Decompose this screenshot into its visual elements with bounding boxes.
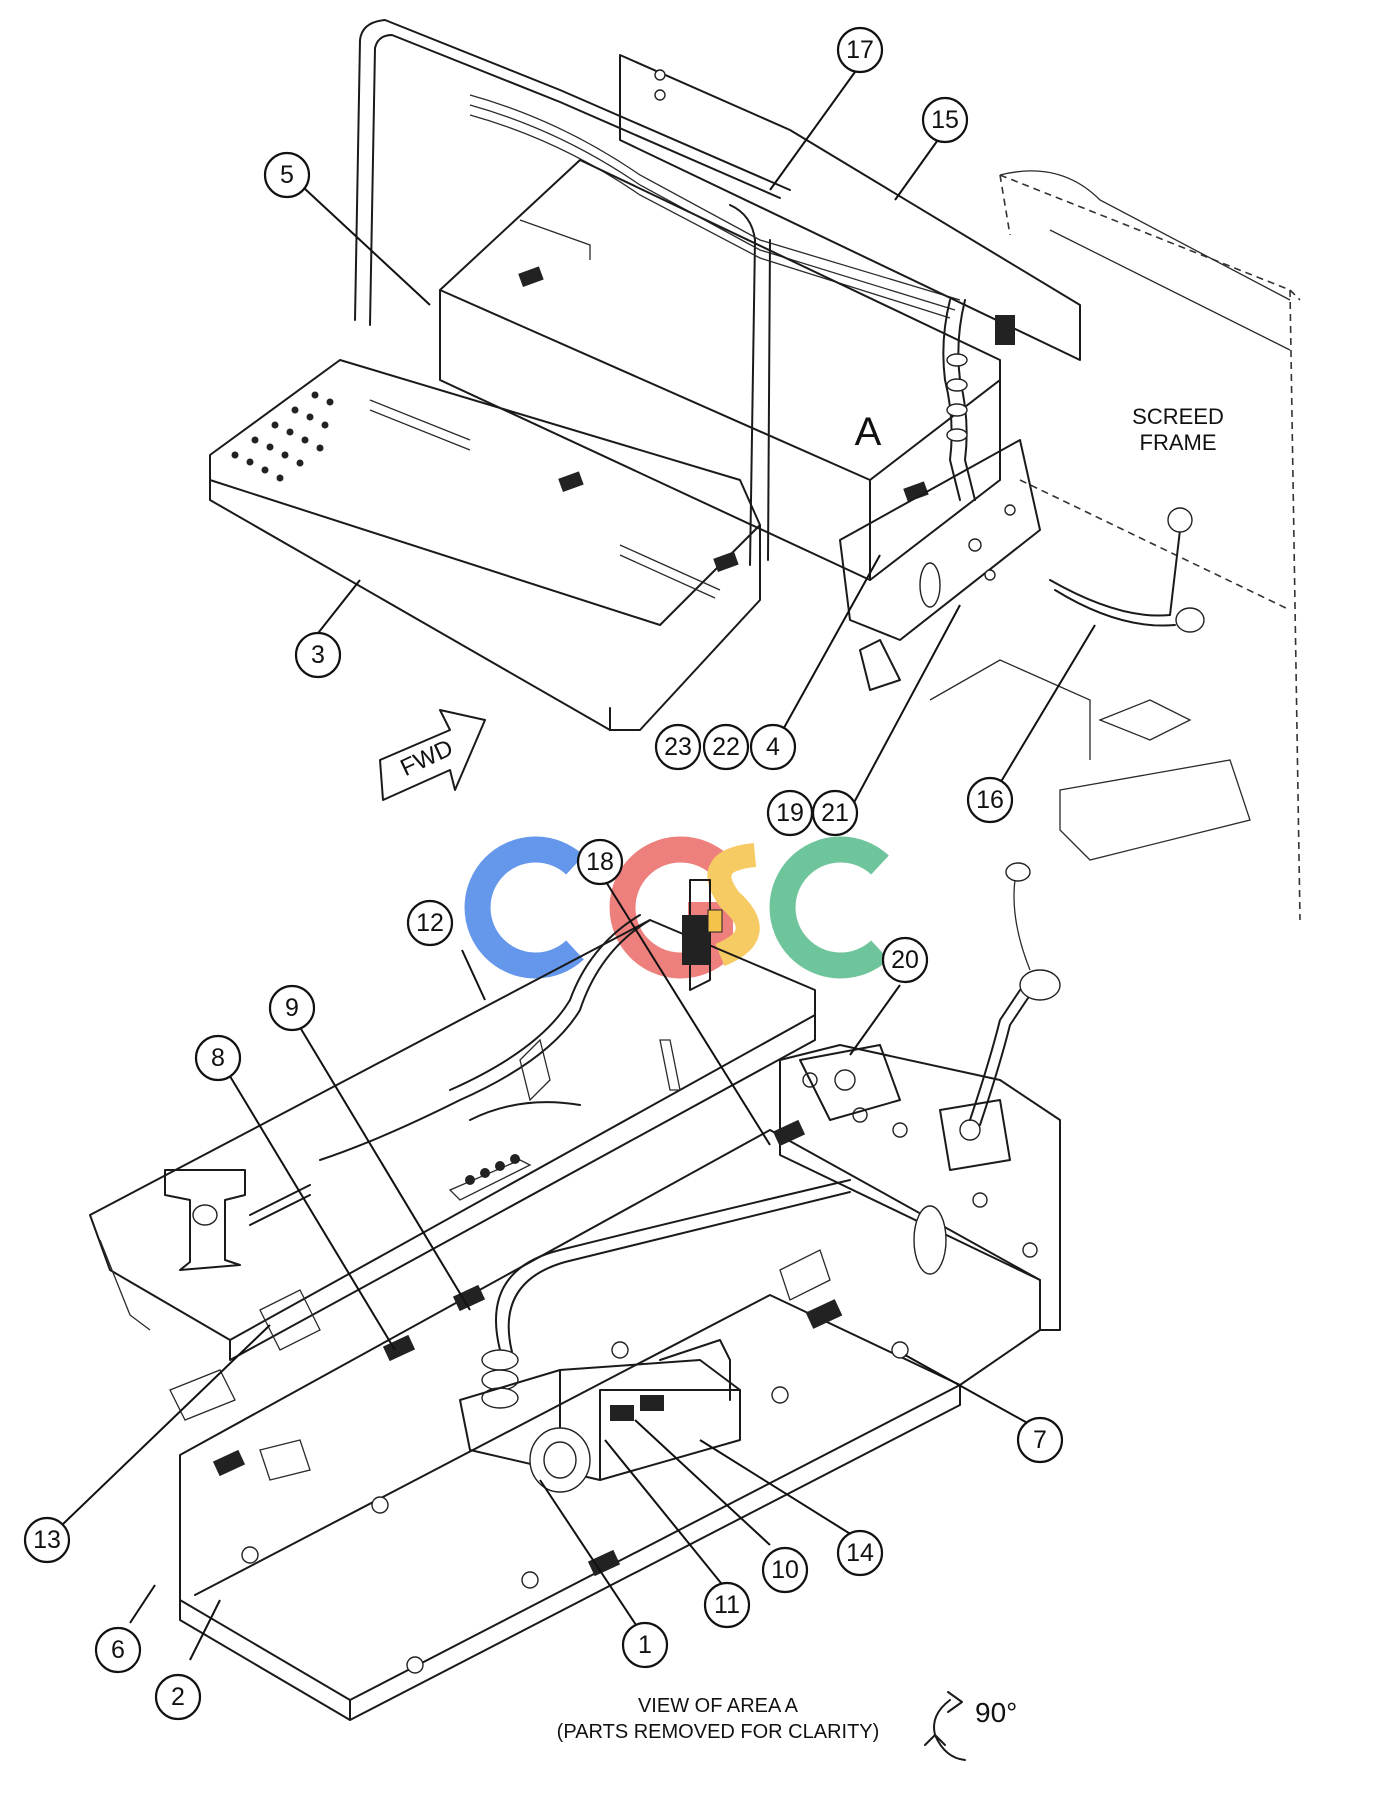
- callout-5: 5: [263, 151, 311, 199]
- callout-3-number: 3: [311, 641, 325, 669]
- callout-17-number: 17: [846, 36, 874, 64]
- callout-23-number: 23: [664, 733, 692, 761]
- callout-15: 15: [921, 96, 969, 144]
- fwd-arrow: FWD: [379, 709, 486, 801]
- screed-frame-label-line2: FRAME: [1140, 430, 1217, 455]
- callout-11-number: 11: [714, 1591, 740, 1619]
- callout-14-number: 14: [846, 1539, 874, 1567]
- rotate-arrow-icon: [924, 1699, 966, 1761]
- rotation-indicator: 90°: [924, 1691, 1017, 1761]
- lower-assembly: [89, 862, 1061, 1721]
- callout-12-number: 12: [416, 909, 444, 937]
- callout-9-number: 9: [285, 994, 299, 1022]
- callout-7-number: 7: [1033, 1426, 1047, 1454]
- callout-8-number: 8: [211, 1044, 225, 1072]
- callout-18: 18: [576, 838, 624, 886]
- view-label: A: [855, 410, 882, 454]
- callout-22: 22: [702, 723, 750, 771]
- screed-frame-label-line1: SCREED: [1132, 404, 1224, 429]
- callout-21-number: 21: [821, 799, 849, 827]
- caption-line2: (PARTS REMOVED FOR CLARITY): [557, 1721, 880, 1743]
- callout-13: 13: [23, 1516, 71, 1564]
- callout-15-number: 15: [931, 106, 959, 134]
- callout-2: 2: [154, 1673, 202, 1721]
- callout-6: 6: [94, 1626, 142, 1674]
- callout-13-number: 13: [33, 1526, 61, 1554]
- callout-1-number: 1: [638, 1631, 652, 1659]
- callout-18-number: 18: [586, 848, 614, 876]
- callout-16-number: 16: [976, 786, 1004, 814]
- watermark-logo: [464, 836, 889, 979]
- callout-7: 7: [1016, 1416, 1064, 1464]
- callout-12: 12: [406, 899, 454, 947]
- callout-10: 10: [761, 1546, 809, 1594]
- callout-20: 20: [881, 936, 929, 984]
- leader-lines: [61, 64, 1096, 1661]
- platform-hole-pattern: [231, 391, 334, 482]
- callout-6-number: 6: [111, 1636, 125, 1664]
- callout-3: 3: [294, 631, 342, 679]
- fwd-label: FWD: [396, 734, 457, 782]
- upper-assembly: [209, 19, 1301, 921]
- callout-10-number: 10: [771, 1556, 799, 1584]
- callout-1: 1: [621, 1621, 669, 1669]
- callout-20-number: 20: [891, 946, 919, 974]
- callout-14: 14: [836, 1529, 884, 1577]
- callout-16: 16: [966, 776, 1014, 824]
- callout-22-number: 22: [712, 733, 740, 761]
- callout-19: 19: [766, 789, 814, 837]
- caption-line1: VIEW OF AREA A: [638, 1695, 799, 1717]
- callout-23: 23: [654, 723, 702, 771]
- callout-2-number: 2: [171, 1683, 185, 1711]
- callout-9: 9: [268, 984, 316, 1032]
- callout-21: 21: [811, 789, 859, 837]
- callout-8: 8: [194, 1034, 242, 1082]
- callout-5-number: 5: [280, 161, 294, 189]
- callout-11: 11: [703, 1581, 751, 1629]
- callout-17: 17: [836, 26, 884, 74]
- callout-4: 4: [749, 723, 797, 771]
- rotation-label: 90°: [975, 1697, 1017, 1728]
- callout-4-number: 4: [766, 733, 780, 761]
- callout-19-number: 19: [776, 799, 804, 827]
